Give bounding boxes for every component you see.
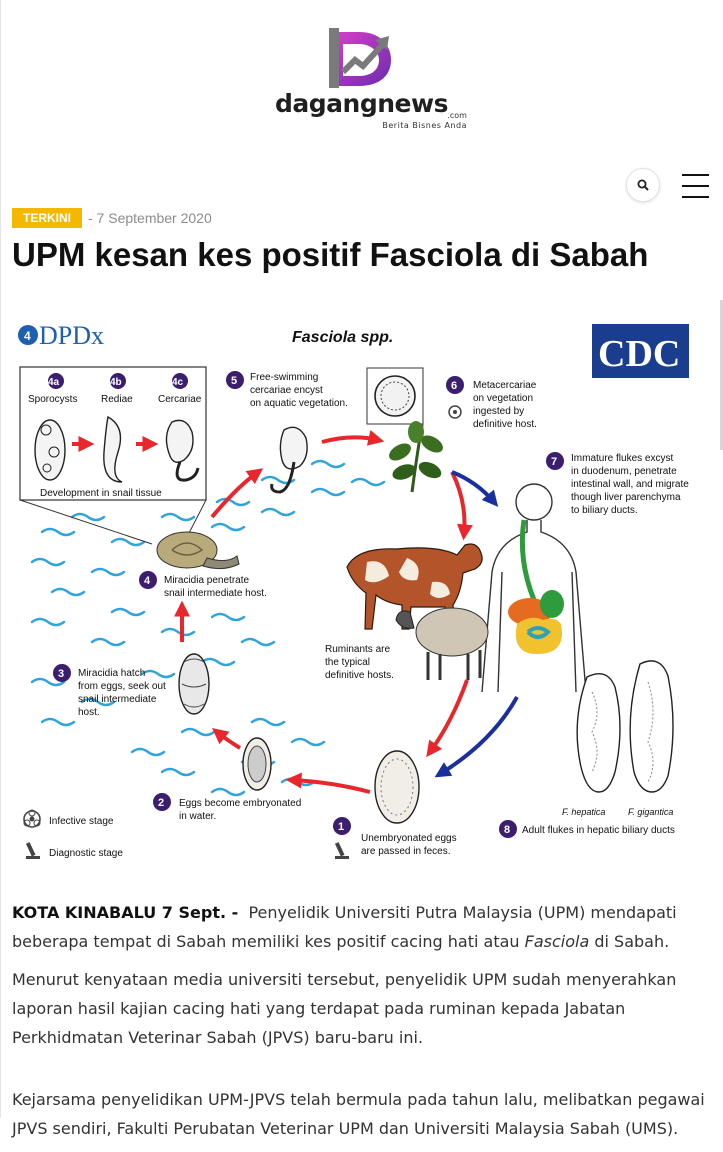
svg-text:snail intermediate: snail intermediate <box>78 694 157 705</box>
article-paragraph-1: KOTA KINABALU 7 Sept. - Penyelidik Unive… <box>12 903 677 951</box>
step-6: 6 Metacercariae on vegetation ingested b… <box>446 376 537 430</box>
category-badge[interactable]: TERKINI <box>12 208 82 228</box>
human-host-illustration <box>481 483 587 693</box>
svg-text:on vegetation: on vegetation <box>473 393 533 404</box>
snail-tissue-box: 4a 4b 4c Sporocysts Rediae Cercariae Dev… <box>19 366 207 545</box>
svg-text:definitive host.: definitive host. <box>473 419 537 430</box>
infective-stage-icon <box>23 809 41 828</box>
svg-text:CDC: CDC <box>598 333 680 375</box>
svg-text:from eggs, seek out: from eggs, seek out <box>78 681 166 692</box>
svg-text:3: 3 <box>58 668 64 680</box>
biohazard-icon <box>448 405 462 419</box>
svg-text:1: 1 <box>338 821 344 833</box>
adult-flukes-illustration: F. hepatica F. gigantica <box>562 660 674 817</box>
search-button[interactable] <box>626 168 660 202</box>
svg-text:4b: 4b <box>110 377 122 388</box>
search-icon <box>637 179 649 191</box>
logo-domain: .com <box>447 111 467 120</box>
logo-name: dagangnews <box>275 89 448 118</box>
svg-text:4: 4 <box>24 329 31 343</box>
italic-term: Fasciola <box>524 932 590 951</box>
svg-text:Adult flukes in hepatic biliar: Adult flukes in hepatic biliary ducts <box>522 825 675 836</box>
svg-text:Miracidia penetrate: Miracidia penetrate <box>164 575 249 586</box>
step-5: 5 Free-swimming cercariae encyst on aqua… <box>226 371 348 409</box>
article-title: UPM kesan kes positif Fasciola di Sabah <box>12 236 649 273</box>
dpdx-logo: 4 DPDx <box>18 321 104 350</box>
step-8: 8 Adult flukes in hepatic biliary ducts <box>499 820 675 838</box>
svg-text:though liver parenchyma: though liver parenchyma <box>571 492 681 503</box>
snail-box-caption: Development in snail tissue <box>40 488 162 499</box>
svg-text:on aquatic vegetation.: on aquatic vegetation. <box>250 398 348 409</box>
ruminants-note: Ruminants are the typical definitive hos… <box>325 644 394 681</box>
diagnostic-stage-icon-step1 <box>334 842 349 859</box>
egg-embryonated-illustration <box>242 737 272 791</box>
article-paragraph-2: Menurut kenyataan media universiti terse… <box>12 970 677 1047</box>
svg-text:cercariae encyst: cercariae encyst <box>250 385 323 396</box>
svg-text:in duodenum, penetrate: in duodenum, penetrate <box>571 466 677 477</box>
svg-text:ingested by: ingested by <box>473 406 524 417</box>
svg-text:Diagnostic stage: Diagnostic stage <box>49 848 123 859</box>
fasciola-lifecycle-figure: 4 DPDx Fasciola spp. CDC 4a 4b 4c Sporoc… <box>12 312 712 867</box>
article-paragraph-3: Kejarsama penyelidikan UPM-JPVS telah be… <box>12 1090 705 1138</box>
svg-text:4: 4 <box>144 575 151 587</box>
diagnostic-stage-icon <box>25 842 40 859</box>
svg-text:intestinal wall, and migrate: intestinal wall, and migrate <box>571 479 689 490</box>
svg-text:7: 7 <box>551 456 557 468</box>
figure-title: Fasciola spp. <box>292 329 393 346</box>
logo-wordmark: dagangnews .com Berita Bisnes Anda <box>275 89 467 140</box>
hamburger-menu-icon[interactable] <box>682 174 709 198</box>
svg-text:to biliary ducts.: to biliary ducts. <box>571 505 638 516</box>
svg-text:Metacercariae: Metacercariae <box>473 380 537 391</box>
svg-text:definitive hosts.: definitive hosts. <box>325 670 394 681</box>
sheep-illustration <box>395 607 489 680</box>
cdc-logo: CDC <box>592 324 689 382</box>
logo-tagline: Berita Bisnes Anda <box>382 121 467 130</box>
svg-text:the typical: the typical <box>325 657 370 668</box>
water-waves <box>30 459 386 797</box>
article-body: KOTA KINABALU 7 Sept. - Penyelidik Unive… <box>12 898 712 1152</box>
svg-text:host.: host. <box>78 707 100 718</box>
svg-text:4c: 4c <box>172 377 184 388</box>
svg-text:Cercariae: Cercariae <box>158 394 202 405</box>
svg-text:2: 2 <box>158 797 164 809</box>
figure-legend: Infective stage Diagnostic stage <box>23 809 349 859</box>
step-7: 7 Immature flukes excyst in duodenum, pe… <box>546 452 689 516</box>
step-3: 3 Miracidia hatch from eggs, seek out sn… <box>53 664 166 718</box>
miracidium-illustration <box>178 653 210 715</box>
svg-text:Miracidia hatch: Miracidia hatch <box>78 668 145 679</box>
svg-text:Ruminants are: Ruminants are <box>325 644 390 655</box>
aquatic-plant-illustration <box>389 421 443 493</box>
svg-text:8: 8 <box>504 824 510 836</box>
svg-text:Unembryonated eggs: Unembryonated eggs <box>361 833 457 844</box>
lifecycle-arrows <box>174 430 519 794</box>
svg-text:6: 6 <box>451 380 457 392</box>
svg-text:Eggs become embryonated: Eggs become embryonated <box>179 798 301 809</box>
svg-text:Infective stage: Infective stage <box>49 816 114 827</box>
svg-text:snail intermediate host.: snail intermediate host. <box>164 588 267 599</box>
svg-text:4a: 4a <box>48 377 60 388</box>
site-logo[interactable]: dagangnews .com Berita Bisnes Anda <box>0 28 723 140</box>
page-left-border <box>0 0 1 1118</box>
svg-text:F. hepatica: F. hepatica <box>562 807 605 817</box>
step-1: 1 Unembryonated eggs are passed in feces… <box>333 817 457 857</box>
step-4: 4 Miracidia penetrate snail intermediate… <box>139 571 267 599</box>
svg-text:Sporocysts: Sporocysts <box>28 394 77 405</box>
snail-illustration <box>156 531 240 570</box>
svg-text:Rediae: Rediae <box>101 394 133 405</box>
egg-unembryonated-illustration <box>374 750 420 824</box>
dateline: KOTA KINABALU 7 Sept. - <box>12 903 239 922</box>
svg-text:Free-swimming: Free-swimming <box>250 372 318 383</box>
step-2: 2 Eggs become embryonated in water. <box>153 793 301 822</box>
svg-text:Immature flukes excyst: Immature flukes excyst <box>571 453 673 464</box>
svg-text:are passed in feces.: are passed in feces. <box>361 846 451 857</box>
metacercaria-illustration <box>366 367 424 438</box>
svg-text:F. gigantica: F. gigantica <box>628 807 673 817</box>
scrollbar[interactable] <box>720 300 723 450</box>
svg-text:5: 5 <box>231 375 237 387</box>
svg-text:in water.: in water. <box>179 811 216 822</box>
cercaria-illustration <box>270 426 308 494</box>
logo-chart-icon <box>328 28 391 88</box>
post-date: - 7 September 2020 <box>88 210 212 226</box>
svg-text:DPDx: DPDx <box>39 321 104 350</box>
